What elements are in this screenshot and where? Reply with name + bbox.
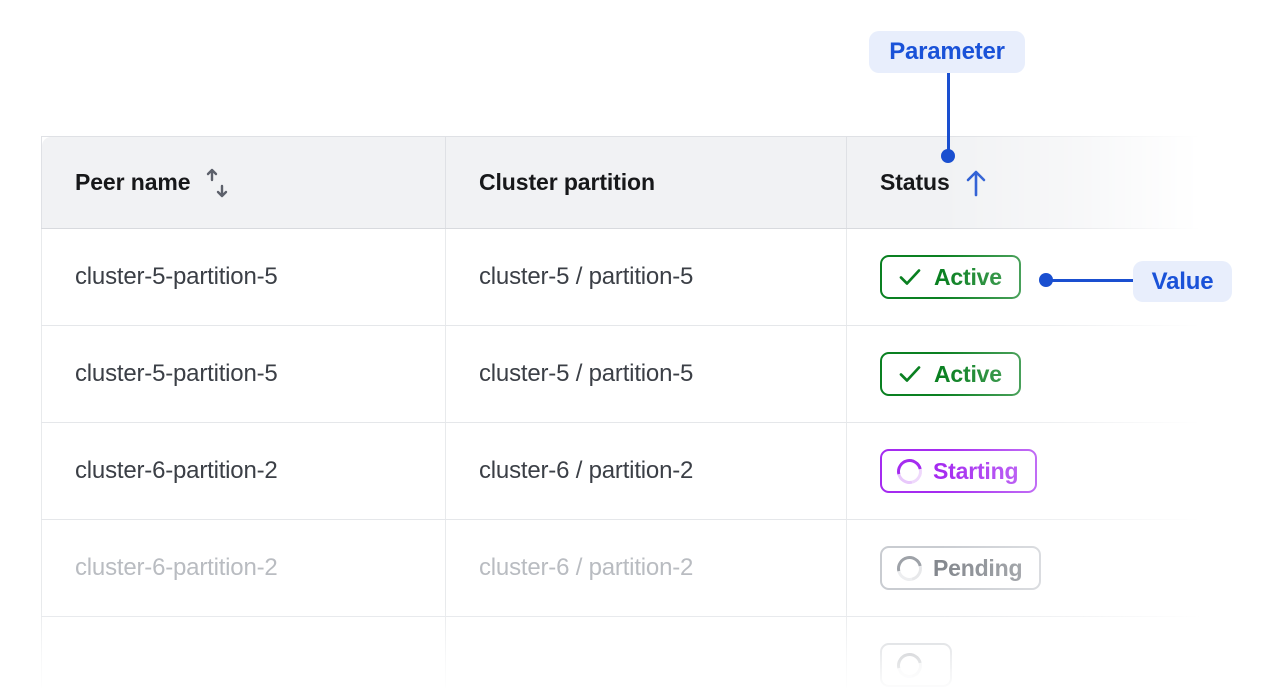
column-header-cluster-partition-label: Cluster partition [479,169,655,195]
table-row[interactable]: cluster-5-partition-5 cluster-5 / partit… [41,325,1272,423]
spinner-icon [892,550,927,586]
table-row[interactable]: cluster-6-partition-2 cluster-6 / partit… [41,422,1272,520]
table-row[interactable]: cluster-6-partition-2 cluster-6 / partit… [41,519,1272,617]
cell-peer-name [41,616,446,688]
status-badge-label: Starting [933,457,1019,484]
column-header-peer-name[interactable]: Peer name [41,136,446,229]
callout-dot-value [1039,273,1053,287]
callout-connector-value [1050,279,1135,282]
callout-connector-parameter [947,73,950,157]
status-badge-starting: Starting [880,449,1038,493]
status-badge-pending: Pending [880,546,1042,590]
table-row[interactable] [41,616,1272,688]
status-badge-pending [880,643,952,687]
cell-cluster-partition [445,616,847,688]
check-icon [897,264,923,290]
cell-peer-name: cluster-5-partition-5 [41,228,446,326]
column-header-status-label: Status [880,169,950,195]
column-header-cluster-partition[interactable]: Cluster partition [445,136,847,229]
peers-table-element: Peer name Cluster partition [41,136,1272,688]
cell-cluster-partition: cluster-6 / partition-2 [445,519,847,617]
peers-table: Peer name Cluster partition [41,136,1272,688]
cell-status: Starting [846,422,1272,520]
cell-status [846,616,1272,688]
peers-table-inner: Peer name Cluster partition [41,136,1272,688]
spinner-icon [892,647,927,683]
cell-cluster-partition: cluster-5 / partition-5 [445,228,847,326]
cell-peer-name: cluster-6-partition-2 [41,422,446,520]
callout-badge-value: Value [1133,261,1232,302]
spinner-icon [892,453,927,489]
table-header-row: Peer name Cluster partition [41,136,1272,229]
table-header: Peer name Cluster partition [41,136,1272,229]
status-badge-active: Active [880,352,1021,396]
cell-cluster-partition: cluster-6 / partition-2 [445,422,847,520]
status-badge-label: Active [934,263,1002,290]
column-header-status[interactable]: Status [846,136,1272,229]
status-badge-active: Active [880,255,1021,299]
cell-peer-name: cluster-6-partition-2 [41,519,446,617]
status-badge-label: Pending [933,554,1023,581]
status-badge-label: Active [934,360,1002,387]
column-header-peer-name-label: Peer name [75,169,191,195]
callout-badge-parameter: Parameter [869,31,1025,73]
table-body: cluster-5-partition-5 cluster-5 / partit… [41,228,1272,688]
cell-cluster-partition: cluster-5 / partition-5 [445,325,847,423]
check-icon [897,361,923,387]
callout-dot-parameter [941,149,955,163]
sort-both-icon[interactable] [204,168,230,198]
cell-status: Pending [846,519,1272,617]
cell-peer-name: cluster-5-partition-5 [41,325,446,423]
sort-up-icon[interactable] [964,169,988,197]
table-row[interactable]: cluster-5-partition-5 cluster-5 / partit… [41,228,1272,326]
cell-status: Active [846,325,1272,423]
